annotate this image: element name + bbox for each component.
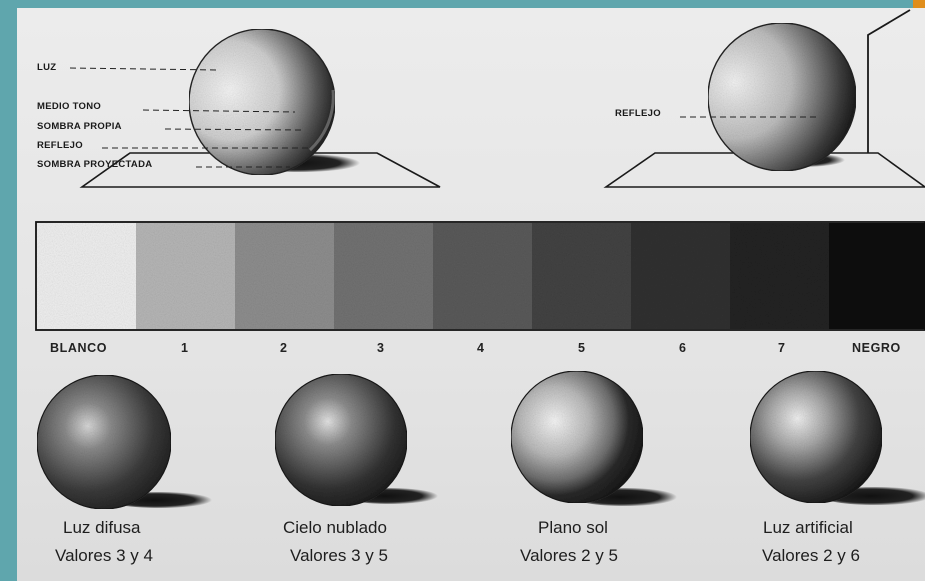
swatch-7 [730, 223, 829, 329]
swatch-blanco [37, 223, 136, 329]
sphere-card-plano-sol: Plano sol Valores 2 y 5 [510, 370, 677, 565]
caption-title-2: Cielo nublado [283, 518, 387, 537]
swatch-5 [532, 223, 631, 329]
scale-label-1: 1 [181, 341, 189, 355]
top-left-sphere-group: LUZ MEDIO TONO SOMBRA PROPIA REFLEJO SOM… [37, 28, 441, 188]
value-scale: BLANCO 1 2 3 4 5 6 7 NEGRO [35, 221, 925, 355]
caption-values-2: Valores 3 y 5 [290, 546, 388, 565]
back-wall-edge [867, 9, 911, 153]
corner-tab [913, 0, 925, 8]
sphere-main [188, 28, 336, 176]
caption-title-3: Plano sol [538, 518, 608, 537]
sphere-card-luz-difusa: Luz difusa Valores 3 y 4 [36, 374, 212, 565]
scale-label-7: 7 [778, 341, 786, 355]
caption-values-3: Valores 2 y 5 [520, 546, 618, 565]
label-reflejo: REFLEJO [37, 140, 83, 151]
scale-label-6: 6 [679, 341, 687, 355]
sphere-card-luz-artificial: Luz artificial Valores 2 y 6 [749, 370, 925, 565]
swatch-4 [433, 223, 532, 329]
top-right-sphere-group: REFLEJO [603, 9, 925, 188]
leader-sombra-propia [164, 128, 304, 131]
sphere-luz-difusa [36, 374, 172, 510]
swatch-1 [136, 223, 235, 329]
sphere-card-cielo-nublado: Cielo nublado Valores 3 y 5 [274, 373, 438, 565]
value-scale-frame [35, 221, 925, 331]
sphere-cielo-nublado [274, 373, 408, 507]
sphere-reflection [707, 22, 857, 172]
scale-label-3: 3 [377, 341, 385, 355]
swatch-3 [334, 223, 433, 329]
swatch-2 [235, 223, 334, 329]
reflected-light [308, 89, 335, 152]
swatch-6 [631, 223, 730, 329]
scale-label-2: 2 [280, 341, 288, 355]
swatch-negro [829, 223, 925, 329]
label-sombra-propia: SOMBRA PROPIA [37, 121, 122, 132]
scale-label-negro: NEGRO [852, 341, 901, 355]
caption-title-1: Luz difusa [63, 518, 141, 537]
caption-values-4: Valores 2 y 6 [762, 546, 860, 565]
caption-title-4: Luz artificial [763, 518, 853, 537]
scale-label-5: 5 [578, 341, 586, 355]
sphere-plano-sol [510, 370, 644, 504]
scale-label-4: 4 [477, 341, 485, 355]
label-medio-tono: MEDIO TONO [37, 101, 101, 112]
scale-label-blanco: BLANCO [50, 341, 107, 355]
label-sombra-proyectada: SOMBRA PROYECTADA [37, 159, 152, 170]
leader-medio-tono [142, 109, 296, 113]
label-reflejo-right: REFLEJO [615, 108, 661, 119]
leader-luz [69, 67, 221, 71]
label-luz: LUZ [37, 62, 56, 73]
sphere-luz-artificial [749, 370, 883, 504]
caption-values-1: Valores 3 y 4 [55, 546, 153, 565]
